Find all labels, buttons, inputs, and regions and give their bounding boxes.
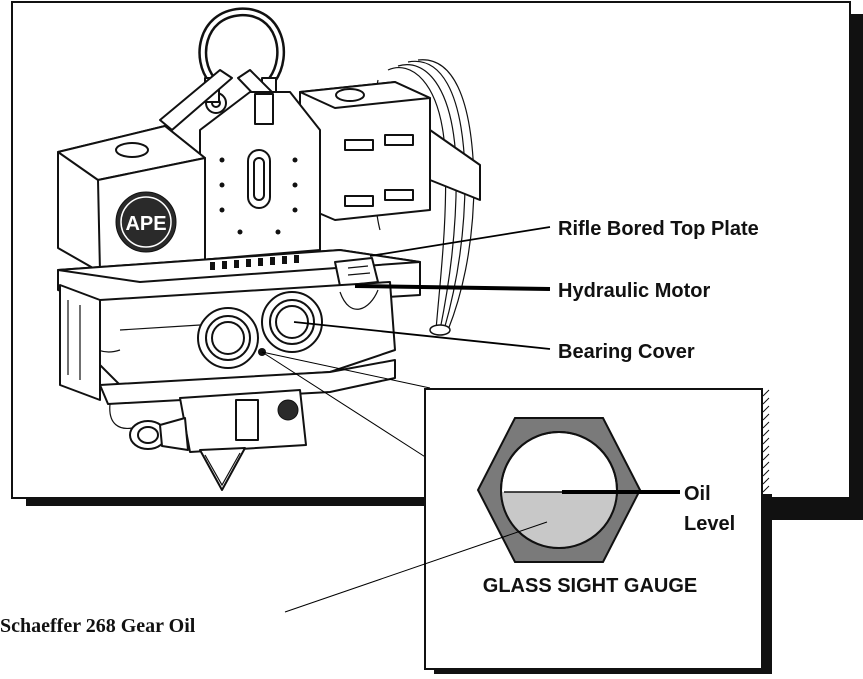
label-rifle-bored-top-plate: Rifle Bored Top Plate: [558, 218, 759, 240]
leader-lines: [261, 226, 551, 461]
label-glass-sight-gauge: GLASS SIGHT GAUGE: [483, 575, 697, 597]
lower-frame: [59, 284, 396, 405]
vibro-hammer-illustration: APE: [57, 7, 481, 491]
label-oil: Oil: [684, 483, 711, 505]
label-hydraulic-motor: Hydraulic Motor: [558, 280, 710, 302]
ape-logo: APE: [125, 213, 166, 235]
left-top-block: APE: [57, 125, 206, 273]
gauge-inset: Oil Level GLASS SIGHT GAUGE: [424, 388, 863, 674]
label-gear-oil: Schaeffer 268 Gear Oil: [0, 615, 196, 637]
clamp-assembly: [109, 389, 307, 491]
center-plate: [199, 91, 321, 261]
gearbox: [75, 281, 396, 386]
label-bearing-cover: Bearing Cover: [558, 341, 695, 363]
right-top-block: [299, 81, 481, 221]
label-level: Level: [684, 513, 735, 535]
